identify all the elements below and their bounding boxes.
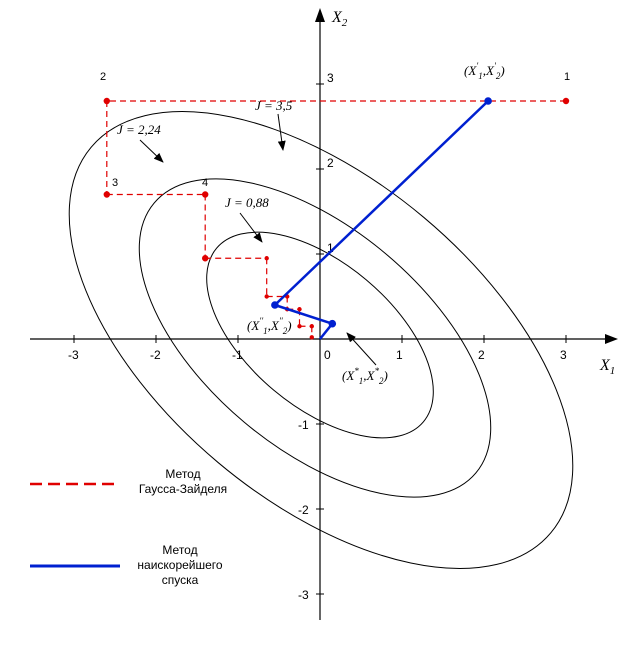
contour-arrow-0-88 (239, 212, 263, 243)
axes-group (30, 8, 618, 620)
step-label-4: 4 (202, 177, 208, 189)
x-tick-label: 1 (396, 348, 403, 362)
gauss-seidel-point (562, 97, 570, 105)
y-tick-label: 3 (327, 71, 334, 85)
step-labels: 1 2 3 4 (100, 71, 570, 189)
y-tick-label: -2 (298, 503, 309, 517)
steepest-descent-segment (274, 303, 333, 325)
x-axis-label: X1 (599, 357, 615, 377)
steepest-descent-point (328, 319, 337, 328)
gauss-seidel-point (103, 191, 111, 198)
gauss-seidel-point (202, 255, 209, 262)
gauss-seidel-point (264, 294, 269, 299)
x-tick-label: -2 (150, 348, 161, 362)
point-label-end: (X*1,X*2) (342, 366, 388, 386)
legend-steep-line2: наискорейшего (137, 558, 223, 572)
contour-group (68, 111, 574, 569)
contour-2-24 (138, 178, 492, 498)
step-label-2: 2 (100, 71, 106, 83)
gauss-seidel-point (297, 324, 302, 329)
contour-label-2-24: J = 2,24 (117, 122, 161, 137)
x-axis-arrow (605, 334, 618, 344)
gauss-seidel-point (103, 97, 111, 105)
x-tick-label: -1 (232, 348, 243, 362)
gauss-seidel-point (309, 324, 314, 329)
legend-gauss-text: Метод Гаусса-Зайделя (128, 467, 238, 497)
contour-label-0-88: J = 0,88 (225, 195, 269, 210)
contour-0-88 (206, 231, 434, 439)
steepest-descent-point (484, 97, 492, 105)
contour-label-3-5: J = 3,5 (255, 98, 293, 113)
contour-arrow-2-24 (139, 139, 164, 163)
steepest-descent-path (271, 97, 492, 340)
gauss-seidel-point (202, 191, 209, 198)
gauss-seidel-point (297, 307, 302, 312)
gauss-seidel-point (309, 335, 314, 340)
contour-labels: J = 3,5 J = 2,24 J = 0,88 (117, 98, 293, 243)
point-label-start: (X'1,X'2) (464, 61, 505, 81)
tick-group: -3 -2 -1 0 1 2 3 -3 -2 -1 1 2 3 (68, 71, 567, 602)
step-label-1: 1 (564, 71, 570, 83)
y-tick-label: -3 (298, 588, 309, 602)
steepest-descent-point (271, 301, 279, 309)
legend-steep-line3: спуска (161, 573, 199, 587)
legend-gauss-line2: Гаусса-Зайделя (138, 482, 228, 496)
y-axis-label: X2 (331, 9, 348, 29)
legend-gauss-line1: Метод (165, 467, 201, 481)
steepest-descent-segment (274, 100, 489, 306)
contour-3-5 (68, 111, 574, 569)
y-tick-label: 2 (327, 156, 334, 170)
point-label-mid: (X''1,X''2) (247, 316, 292, 336)
point-end-arrow (346, 332, 377, 366)
contour-arrow-3-5 (277, 113, 286, 151)
y-axis-arrow (315, 8, 325, 22)
legend-steep-line1: Метод (162, 543, 198, 557)
y-tick-label: -1 (298, 418, 309, 432)
y-tick-label: 1 (327, 241, 334, 255)
gauss-seidel-point (264, 256, 269, 261)
x-tick-label: 2 (478, 348, 485, 362)
step-label-3: 3 (112, 177, 118, 189)
x-tick-label: 0 (324, 348, 331, 362)
x-tick-label: 3 (560, 348, 567, 362)
x-tick-label: -3 (68, 348, 79, 362)
legend-steep-text: Метод наискорейшего спуска (130, 543, 230, 588)
